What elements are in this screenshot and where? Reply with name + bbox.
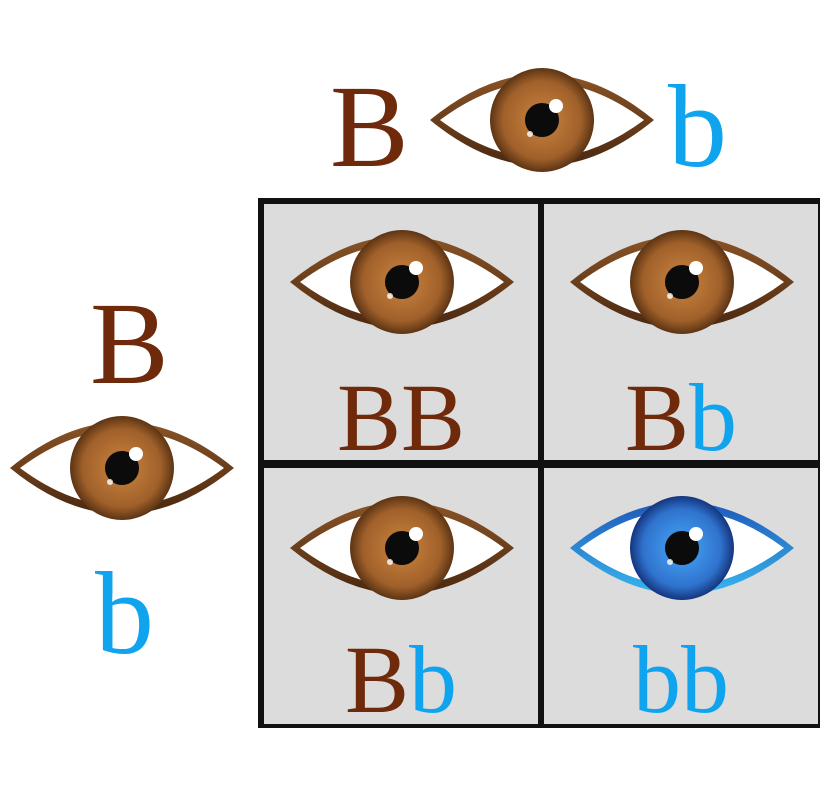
brown-eye-icon: [10, 416, 234, 520]
genotype-label: Bb: [544, 362, 818, 473]
brown-eye-icon: [570, 230, 794, 334]
allele-2: b: [681, 626, 729, 733]
left-parent-allele-b: b: [95, 548, 154, 679]
allele-2: B: [401, 364, 466, 471]
punnett-cell-Bb-bottom: Bb: [264, 468, 538, 733]
left-parent-allele-B: B: [90, 278, 169, 409]
top-parent-allele-B: B: [330, 61, 409, 192]
top-parent-allele-b: b: [668, 61, 727, 192]
punnett-square: BB Bb Bb: [258, 198, 820, 733]
blue-eye-icon: [570, 496, 794, 600]
punnett-cell-Bb-top: Bb: [544, 204, 818, 471]
allele-1: B: [624, 364, 690, 471]
brown-eye-icon: [290, 230, 514, 334]
allele-2: b: [689, 364, 738, 471]
genotype-label: bb: [544, 624, 818, 735]
brown-eye-icon: [290, 496, 514, 600]
brown-eye-icon: [430, 68, 654, 172]
punnett-cell-bb: bb: [544, 468, 818, 733]
allele-1: b: [633, 626, 681, 733]
allele-1: B: [344, 626, 410, 733]
punnett-cell-BB: BB: [264, 204, 538, 471]
genotype-label: Bb: [264, 624, 538, 735]
allele-1: B: [336, 364, 401, 471]
allele-2: b: [409, 626, 458, 733]
genotype-label: BB: [264, 362, 538, 473]
